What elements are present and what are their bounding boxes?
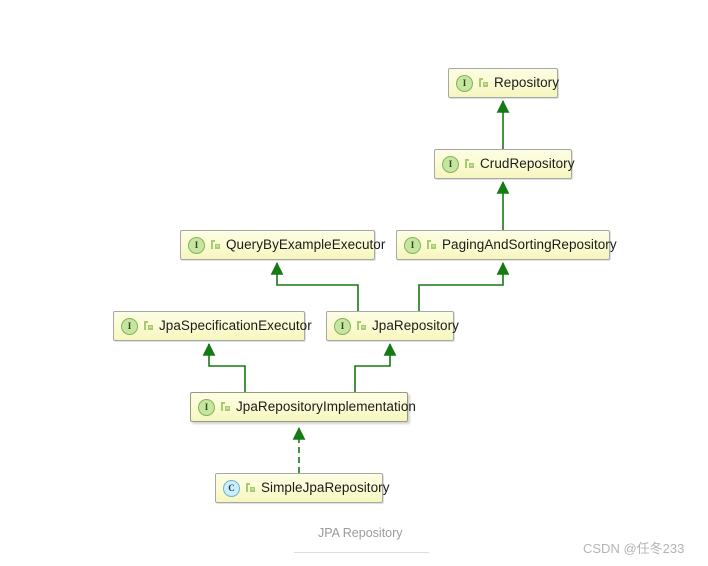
interface-icon: I (442, 155, 459, 173)
edge-jpa-repository-to-query-by-example-executor (270, 261, 359, 311)
public-visibility-icon (143, 320, 154, 332)
interface-icon: I (404, 236, 421, 254)
edge-impl-to-jpa-repository (354, 342, 397, 392)
interface-icon: I (456, 74, 473, 92)
interface-icon: I (188, 236, 205, 254)
interface-icon: I (198, 398, 215, 416)
caption-divider (294, 552, 429, 553)
node-label: CrudRepository (480, 156, 575, 172)
watermark: CSDN @任冬233 (583, 541, 685, 556)
node-label: SimpleJpaRepository (261, 480, 390, 496)
node-label: QueryByExampleExecutor (226, 237, 386, 253)
node-label: JpaRepositoryImplementation (236, 399, 416, 415)
node-simple-jpa-repository[interactable]: C SimpleJpaRepository (215, 473, 389, 503)
node-label: Repository (494, 75, 560, 91)
public-visibility-icon (356, 320, 367, 332)
diagram-caption: JPA Repository (318, 526, 403, 540)
class-icon: C (223, 479, 240, 497)
public-visibility-icon (245, 482, 256, 494)
node-label: JpaSpecificationExecutor (159, 318, 312, 334)
public-visibility-icon (426, 239, 437, 251)
edge-jpa-repository-to-paging (418, 261, 510, 311)
node-jpa-repository[interactable]: I JpaRepository (326, 311, 459, 341)
node-jpa-specification-executor[interactable]: I JpaSpecificationExecutor (113, 311, 312, 341)
node-label: PagingAndSortingRepository (442, 237, 617, 253)
interface-icon: I (334, 317, 351, 335)
node-paging-and-sorting-repository[interactable]: I PagingAndSortingRepository (396, 230, 617, 260)
interface-icon: I (121, 317, 138, 335)
node-jpa-repository-implementation[interactable]: I JpaRepositoryImplementation (190, 392, 416, 422)
public-visibility-icon (220, 401, 231, 413)
node-label: JpaRepository (372, 318, 459, 334)
node-repository[interactable]: I Repository (448, 68, 560, 98)
edge-impl-to-jpa-specification-executor (202, 342, 246, 392)
public-visibility-icon (464, 158, 475, 170)
node-query-by-example-executor[interactable]: I QueryByExampleExecutor (180, 230, 385, 260)
public-visibility-icon (210, 239, 221, 251)
public-visibility-icon (478, 77, 489, 89)
node-crud-repository[interactable]: I CrudRepository (434, 149, 575, 179)
